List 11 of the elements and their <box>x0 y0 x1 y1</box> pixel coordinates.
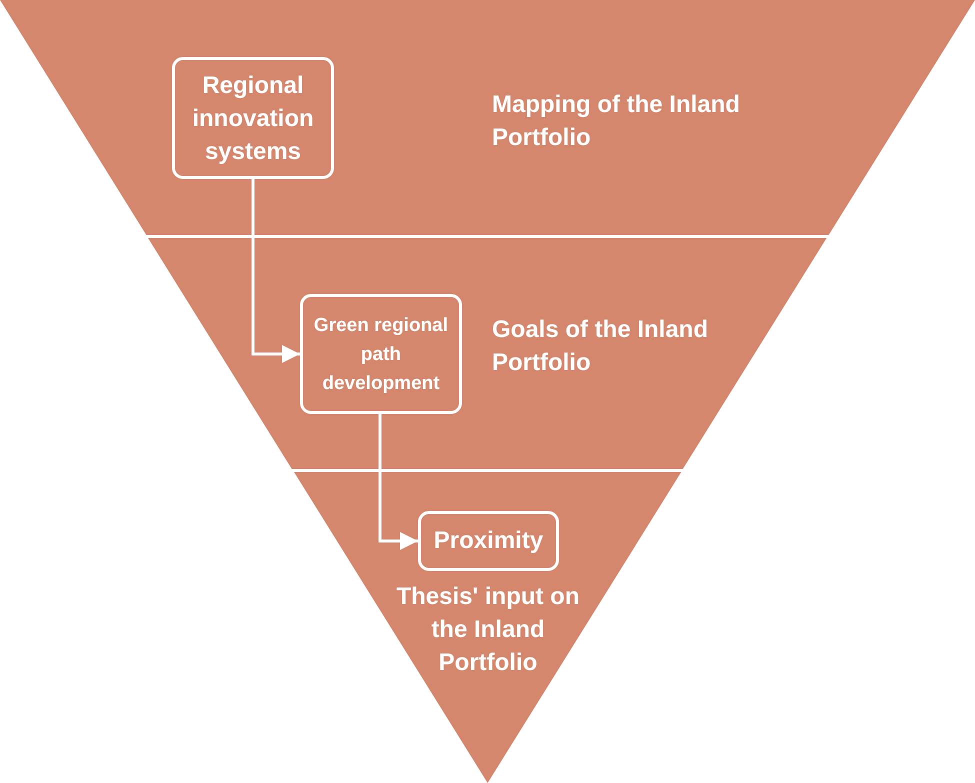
arrow <box>252 179 300 363</box>
process-box <box>172 57 334 179</box>
process-box <box>300 294 462 414</box>
band-label: Thesis' input on the Inland Portfolio <box>395 582 580 678</box>
band-label: Mapping of the Inland Portfolio <box>492 90 741 153</box>
arrow <box>378 414 418 550</box>
box-label: Green regional path development <box>312 314 450 396</box>
box-label: Proximity <box>434 526 544 556</box>
process-box <box>418 511 559 571</box>
band-label: Goals of the Inland Portfolio <box>492 315 709 378</box>
box-label: Regional innovation systems <box>191 70 315 166</box>
